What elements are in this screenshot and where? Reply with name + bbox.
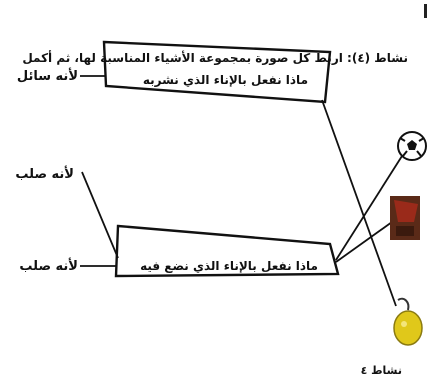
bottom-box-text: ماذا نفعل بالإناء الذي نضع فيه: [140, 259, 318, 273]
edge-mark: [424, 4, 427, 18]
left-middle-label: لأنه صلب: [15, 165, 74, 182]
lemon-icon: [393, 297, 423, 346]
bottom-answer-box: [114, 224, 340, 278]
left-top-label: لأنه سائل: [17, 67, 78, 84]
top-box-text: ماذا نفعل بالإناء الذي نشربه: [143, 73, 308, 87]
chocolate-icon: [390, 196, 420, 240]
left-bottom-label: لأنه صلب: [19, 257, 78, 274]
connector-chocolate: [335, 221, 393, 263]
top-answer-box: [102, 40, 332, 104]
instruction-text: نشاط (٤): اربط كل صورة بمجموعة الأشياء ا…: [22, 50, 408, 66]
connector-ball: [335, 155, 403, 261]
football-icon: [397, 131, 427, 161]
connector-lemon: [321, 99, 397, 307]
connector-middle-left: [81, 171, 119, 259]
footer-text: نشاط ٤: [361, 364, 402, 377]
